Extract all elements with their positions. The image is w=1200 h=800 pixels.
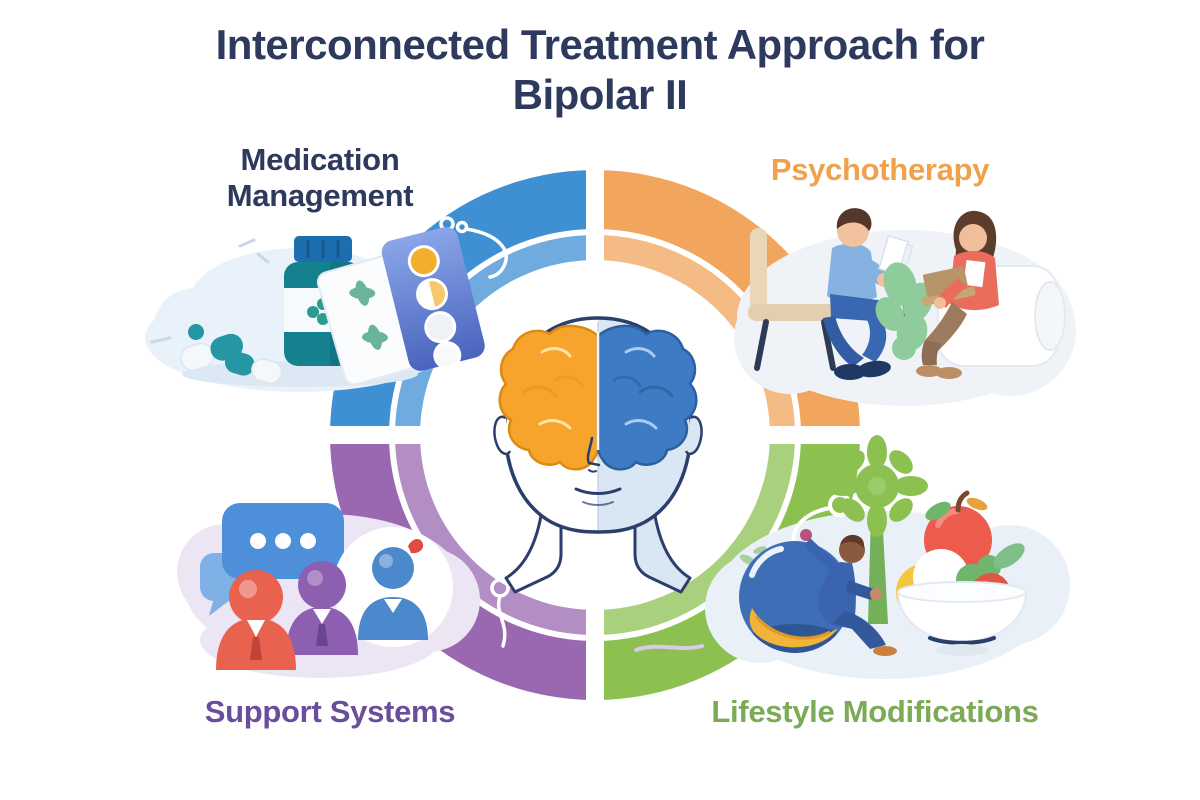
avatar-red — [216, 570, 296, 670]
plant — [875, 262, 933, 360]
label-support-systems: Support Systems — [204, 694, 456, 729]
medication-illustration — [145, 227, 485, 392]
capsules — [180, 324, 283, 385]
avatar-purple — [286, 561, 358, 655]
cloud-underline — [634, 644, 704, 652]
brain — [498, 324, 698, 471]
facial-features — [574, 436, 622, 506]
label-psychotherapy: Psychotherapy — [770, 152, 990, 187]
label-medication-management: Medication Management — [226, 142, 414, 213]
therapist-chair — [748, 228, 838, 371]
center-head-figure — [493, 316, 703, 594]
title-line-1: Interconnected Treatment Approach for — [215, 21, 985, 68]
healthy-food-bowl — [896, 490, 1028, 656]
brain-gyri — [522, 347, 674, 430]
title-line-2: Bipolar II — [512, 70, 688, 118]
tree — [826, 435, 928, 624]
exercise-ball — [739, 541, 851, 653]
label-lifestyle-modifications: Lifestyle Modifications — [711, 694, 1039, 729]
lifestyle-illustration — [705, 435, 1070, 679]
avatar-blue — [358, 538, 428, 640]
blister-pack-blue — [381, 227, 485, 371]
woman-figure — [916, 210, 999, 379]
page-title: Interconnected Treatment Approach for Bi… — [0, 20, 1200, 119]
ears — [493, 415, 703, 456]
support-illustration — [177, 503, 704, 678]
psychotherapy-illustration — [734, 208, 1076, 406]
sparkle-dashes — [150, 238, 270, 344]
exercising-person — [800, 529, 897, 656]
